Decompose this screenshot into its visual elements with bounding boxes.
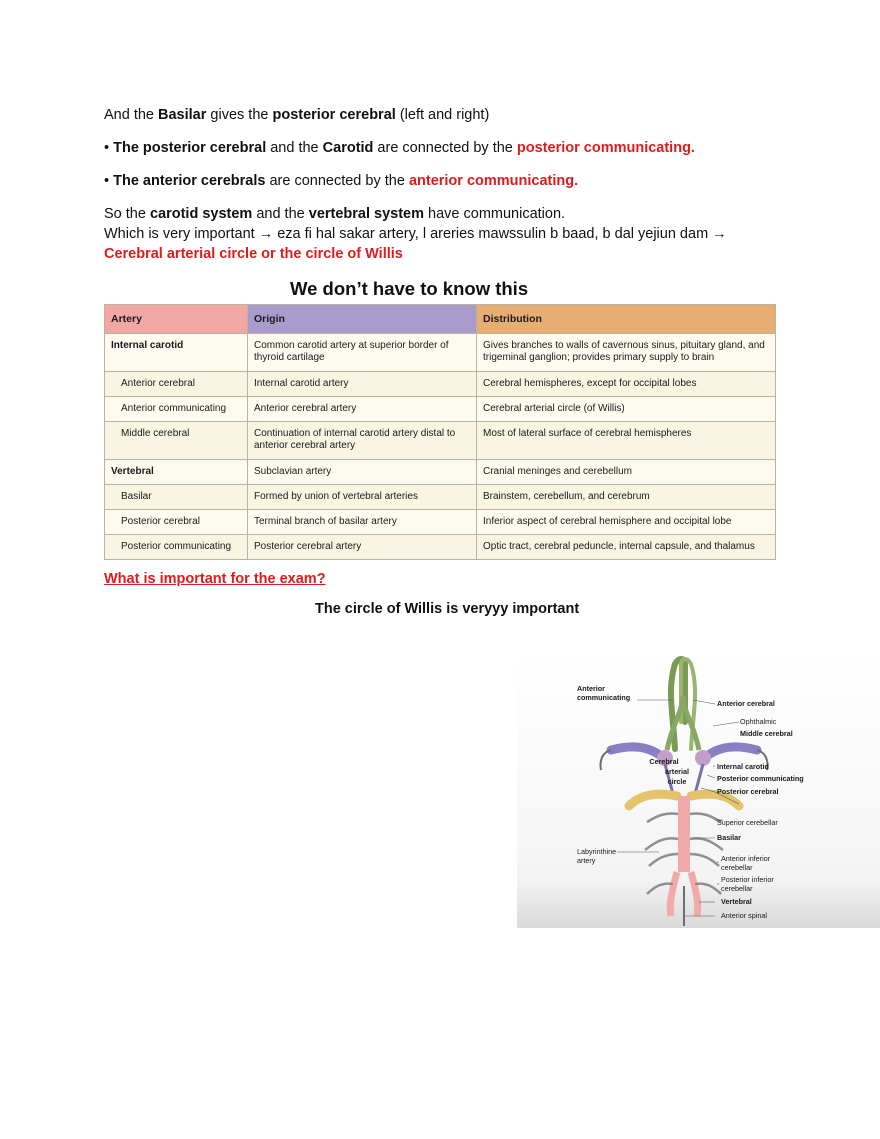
origin-cell: Terminal branch of basilar artery: [247, 509, 477, 535]
label-arterial: arterial: [665, 767, 689, 776]
arteries-table: Artery Origin Distribution Internal caro…: [104, 304, 776, 560]
importance-note: The circle of Willis is veryyy important: [315, 601, 580, 617]
label-cerebral: Cerebral: [649, 757, 678, 766]
exam-question: What is important for the exam?: [104, 571, 326, 587]
circle-of-willis-line: Cerebral arterial circle or the circle o…: [104, 246, 403, 262]
label-anterior-inferior-cerebellar: Anterior inferior: [721, 854, 771, 863]
label-internal-carotid: Internal carotid: [717, 762, 769, 771]
artery-cell: Middle cerebral: [104, 421, 248, 460]
label-ophthalmic: Ophthalmic: [740, 717, 777, 726]
label-anterior-spinal: Anterior spinal: [721, 911, 767, 920]
artery-cell: Anterior communicating: [104, 396, 248, 422]
label-labyrinthine-2: artery: [577, 856, 596, 865]
artery-cell: Posterior communicating: [104, 534, 248, 560]
label-anterior-communicating-2: communicating: [577, 693, 630, 702]
distribution-cell: Inferior aspect of cerebral hemisphere a…: [476, 509, 776, 535]
label-anterior-communicating: Anterior: [577, 684, 605, 693]
table-header-row: Artery Origin Distribution: [104, 304, 776, 334]
table-row: Vertebral Subclavian artery Cranial meni…: [104, 459, 776, 485]
table-row: Posterior communicating Posterior cerebr…: [104, 534, 776, 560]
label-vertebral: Vertebral: [721, 897, 752, 906]
label-posterior-inferior-cerebellar-2: cerebellar: [721, 884, 753, 893]
distribution-cell: Optic tract, cerebral peduncle, internal…: [476, 534, 776, 560]
label-middle-cerebral: Middle cerebral: [740, 729, 793, 738]
artery-cell: Vertebral: [104, 459, 248, 485]
vessel-drawing: [599, 656, 769, 926]
leader-lines: [617, 699, 740, 917]
distribution-cell: Brainstem, cerebellum, and cerebrum: [476, 484, 776, 510]
distribution-cell: Cranial meninges and cerebellum: [476, 459, 776, 485]
artery-cell: Posterior cerebral: [104, 509, 248, 535]
column-header-artery: Artery: [104, 304, 248, 334]
table-row: Middle cerebral Continuation of internal…: [104, 421, 776, 460]
origin-cell: Subclavian artery: [247, 459, 477, 485]
table-heading: We don’t have to know this: [290, 278, 529, 299]
artery-cell: Anterior cerebral: [104, 371, 248, 397]
label-labyrinthine: Labyrinthine: [577, 847, 616, 856]
circle-of-willis-diagram: Anterior communicating Anterior cerebral…: [517, 654, 880, 928]
importance-sentence: Which is very important → eza fi hal sak…: [104, 226, 727, 242]
origin-cell: Common carotid artery at superior border…: [247, 333, 477, 372]
anterior-communicating-bullet: • The anterior cerebrals are connected b…: [104, 173, 579, 189]
table-row: Internal carotid Common carotid artery a…: [104, 333, 776, 372]
label-circle: circle: [668, 777, 687, 786]
origin-cell: Formed by union of vertebral arteries: [247, 484, 477, 510]
label-basilar: Basilar: [717, 833, 741, 842]
table-row: Anterior cerebral Internal carotid arter…: [104, 371, 776, 397]
distribution-cell: Gives branches to walls of cavernous sin…: [476, 333, 776, 372]
origin-cell: Internal carotid artery: [247, 371, 477, 397]
artery-cell: Internal carotid: [104, 333, 248, 372]
origin-cell: Continuation of internal carotid artery …: [247, 421, 477, 460]
systems-sentence: So the carotid system and the vertebral …: [104, 206, 566, 222]
label-anterior-cerebral: Anterior cerebral: [717, 699, 775, 708]
artery-cell: Basilar: [104, 484, 248, 510]
column-header-distribution: Distribution: [476, 304, 776, 334]
column-header-origin: Origin: [247, 304, 477, 334]
origin-cell: Anterior cerebral artery: [247, 396, 477, 422]
origin-cell: Posterior cerebral artery: [247, 534, 477, 560]
label-anterior-inferior-cerebellar-2: cerebellar: [721, 863, 753, 872]
table-row: Posterior cerebral Terminal branch of ba…: [104, 509, 776, 535]
distribution-cell: Cerebral hemispheres, except for occipit…: [476, 371, 776, 397]
label-posterior-inferior-cerebellar: Posterior inferior: [721, 875, 774, 884]
posterior-communicating-bullet: • The posterior cerebral and the Carotid…: [104, 140, 695, 156]
table-row: Basilar Formed by union of vertebral art…: [104, 484, 776, 510]
label-superior-cerebellar: Superior cerebellar: [717, 818, 778, 827]
label-posterior-cerebral: Posterior cerebral: [717, 787, 779, 796]
distribution-cell: Most of lateral surface of cerebral hemi…: [476, 421, 776, 460]
table-row: Anterior communicating Anterior cerebral…: [104, 396, 776, 422]
label-posterior-communicating: Posterior communicating: [717, 774, 804, 783]
distribution-cell: Cerebral arterial circle (of Willis): [476, 396, 776, 422]
basilar-sentence: And the Basilar gives the posterior cere…: [104, 107, 490, 123]
